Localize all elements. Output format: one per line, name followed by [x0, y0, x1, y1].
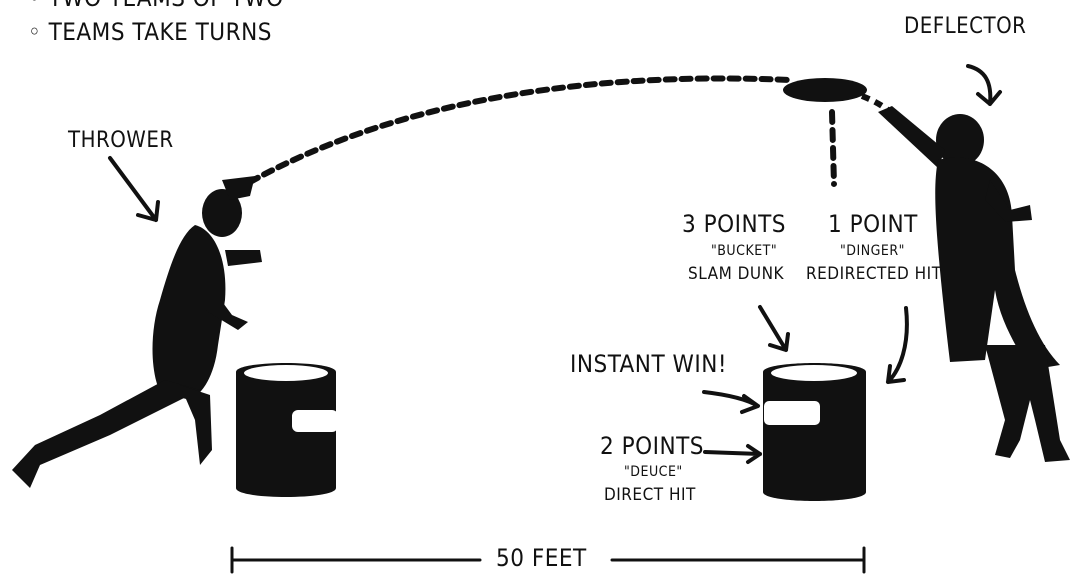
- deflector-arrow: [968, 66, 1000, 104]
- one-point-arrow: [888, 308, 907, 382]
- three-points-title: 3 POINTS: [682, 210, 786, 238]
- one-point-nick: "DINGER": [840, 243, 905, 259]
- two-points-arrow: [705, 446, 760, 462]
- thrower-arrow: [110, 158, 158, 220]
- distance-label: 50 FEET: [496, 544, 587, 572]
- deflector-silhouette: [878, 106, 1070, 462]
- two-points-nick: "DEUCE": [624, 464, 683, 480]
- frisbee-icon: [783, 78, 867, 102]
- thrower-label: THROWER: [68, 128, 174, 153]
- two-points-desc: DIRECT HIT: [604, 485, 696, 505]
- three-points-desc: SLAM DUNK: [688, 264, 784, 284]
- flight-path: [250, 78, 790, 182]
- rules-line-2: ◦ TEAMS TAKE TURNS: [28, 18, 272, 46]
- rules-line-1: • TWO TEAMS OF TWO: [28, 0, 284, 12]
- one-point-title: 1 POINT: [828, 210, 918, 238]
- three-points-nick: "BUCKET": [711, 243, 777, 259]
- instant-win-arrow: [704, 392, 758, 412]
- one-point-desc: REDIRECTED HIT: [806, 264, 942, 284]
- left-board-can: [236, 363, 338, 497]
- deflect-path: [862, 96, 888, 110]
- drop-path: [832, 112, 834, 184]
- two-points-title: 2 POINTS: [600, 432, 704, 460]
- instant-win-label: INSTANT WIN!: [570, 350, 727, 378]
- three-points-arrow: [760, 307, 788, 350]
- deflector-label: DEFLECTOR: [904, 14, 1026, 39]
- right-board-can: [763, 363, 866, 501]
- thrower-silhouette: [12, 176, 262, 488]
